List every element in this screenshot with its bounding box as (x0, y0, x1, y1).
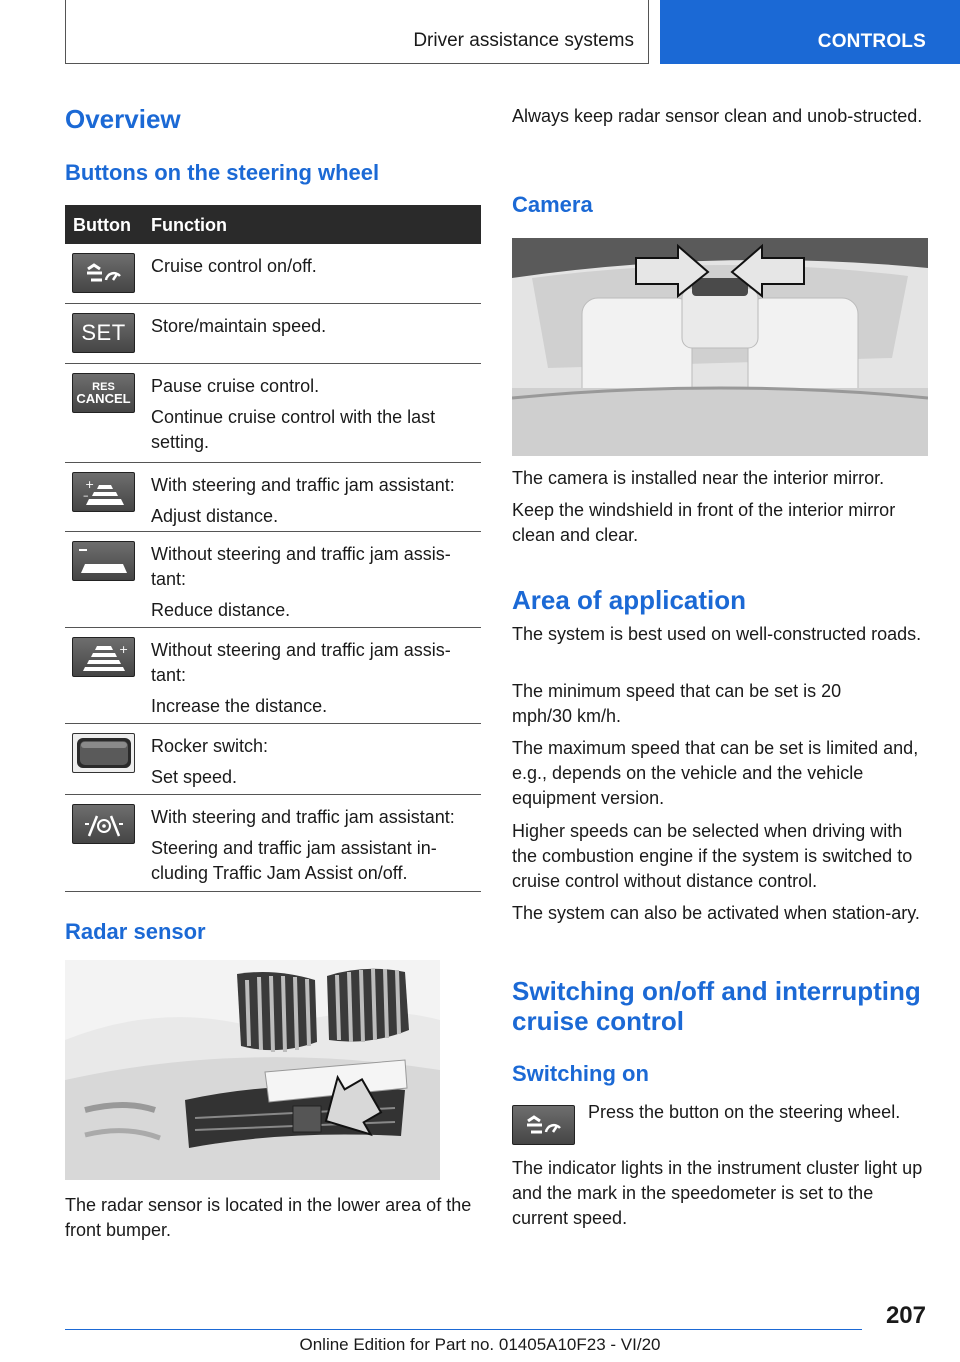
function-cell: Without steering and traffic jam assis-t… (151, 640, 451, 716)
table-row: SET Store/maintain speed. (65, 304, 481, 364)
radar-text: The radar sensor is located in the lower… (65, 1195, 472, 1240)
table-row: + – With steering and traffic jam assist… (65, 463, 481, 532)
cruise-control-icon (512, 1105, 575, 1145)
cancel-label: CANCEL (76, 391, 131, 406)
area-text-5: The system can also be activated when st… (512, 903, 920, 923)
function-cell: With steering and traffic jam assistant:… (151, 475, 455, 526)
set-label: SET (81, 320, 126, 345)
function-cell: Cruise control on/off. (151, 256, 317, 276)
svg-text:–: – (83, 489, 89, 502)
distance-increase-icon: + (72, 637, 135, 677)
page-number: 207 (885, 1302, 926, 1329)
camera-image (511, 238, 929, 456)
table-header: Button Function (65, 205, 481, 244)
steering-assistant-icon (72, 804, 135, 844)
indicator-text: The indicator lights in the instrument c… (512, 1158, 923, 1228)
switch-heading: Switching on/off and interrupting cruise… (512, 976, 921, 1036)
area-heading: Area of application (512, 585, 747, 615)
header-chapter-tab[interactable]: CONTROLS (660, 0, 960, 64)
area-text-2: The minimum speed that can be set is 20 … (512, 681, 842, 726)
radar-sensor-image (65, 960, 440, 1180)
switching-on-text: Press the button on the steering wheel. (588, 1102, 901, 1122)
col-function-header: Function (151, 215, 227, 235)
res-label: RES (92, 381, 115, 393)
table-row: Cruise control on/off. (65, 244, 481, 304)
cruise-control-icon (72, 253, 135, 293)
header-chapter-label: CONTROLS (817, 31, 926, 52)
overview-heading: Overview (65, 104, 181, 134)
set-button-icon: SET (72, 313, 135, 353)
switching-on-heading: Switching on (512, 1061, 649, 1086)
table-row: + Without steering and traffic jam assis… (65, 628, 481, 724)
function-cell: With steering and traffic jam assistant:… (151, 807, 455, 883)
function-cell: Rocker switch: Set speed. (151, 736, 269, 787)
buttons-heading: Buttons on the steering wheel (65, 160, 380, 185)
radar-clean-text: Always keep radar sensor clean and unob-… (512, 106, 923, 126)
camera-text-2: Keep the windshield in front of the inte… (512, 500, 896, 545)
table-row: With steering and traffic jam assistant:… (65, 795, 481, 892)
distance-reduce-icon (72, 541, 135, 581)
function-cell: Pause cruise control. Continue cruise co… (151, 376, 436, 452)
footer-rule (65, 1329, 862, 1330)
area-text-3: The maximum speed that can be set is lim… (512, 738, 919, 808)
rocker-switch-icon (72, 733, 135, 773)
footer-edition: Online Edition for Part no. 01405A10F23 … (299, 1335, 661, 1354)
table-row: Without steering and traffic jam assis-t… (65, 532, 481, 628)
table-row: Rocker switch: Set speed. (65, 724, 481, 795)
buttons-table: Button Function Cruise control on/off. S… (65, 205, 481, 892)
header-section-title: Driver assistance systems (413, 30, 634, 51)
svg-text:+: + (119, 643, 128, 656)
col-button-header: Button (73, 215, 131, 235)
camera-heading: Camera (512, 192, 593, 217)
camera-text-1: The camera is installed near the interio… (512, 468, 885, 488)
function-cell: Without steering and traffic jam assis-t… (151, 544, 451, 620)
radar-heading: Radar sensor (65, 919, 206, 944)
svg-text:+: + (85, 478, 94, 491)
area-text-1: The system is best used on well-construc… (512, 624, 922, 644)
function-cell: Store/maintain speed. (151, 316, 327, 336)
header-section-box: Driver assistance systems (65, 0, 649, 64)
area-text-4: Higher speeds can be selected when drivi… (512, 821, 913, 891)
distance-adjust-icon: + – (72, 472, 135, 512)
